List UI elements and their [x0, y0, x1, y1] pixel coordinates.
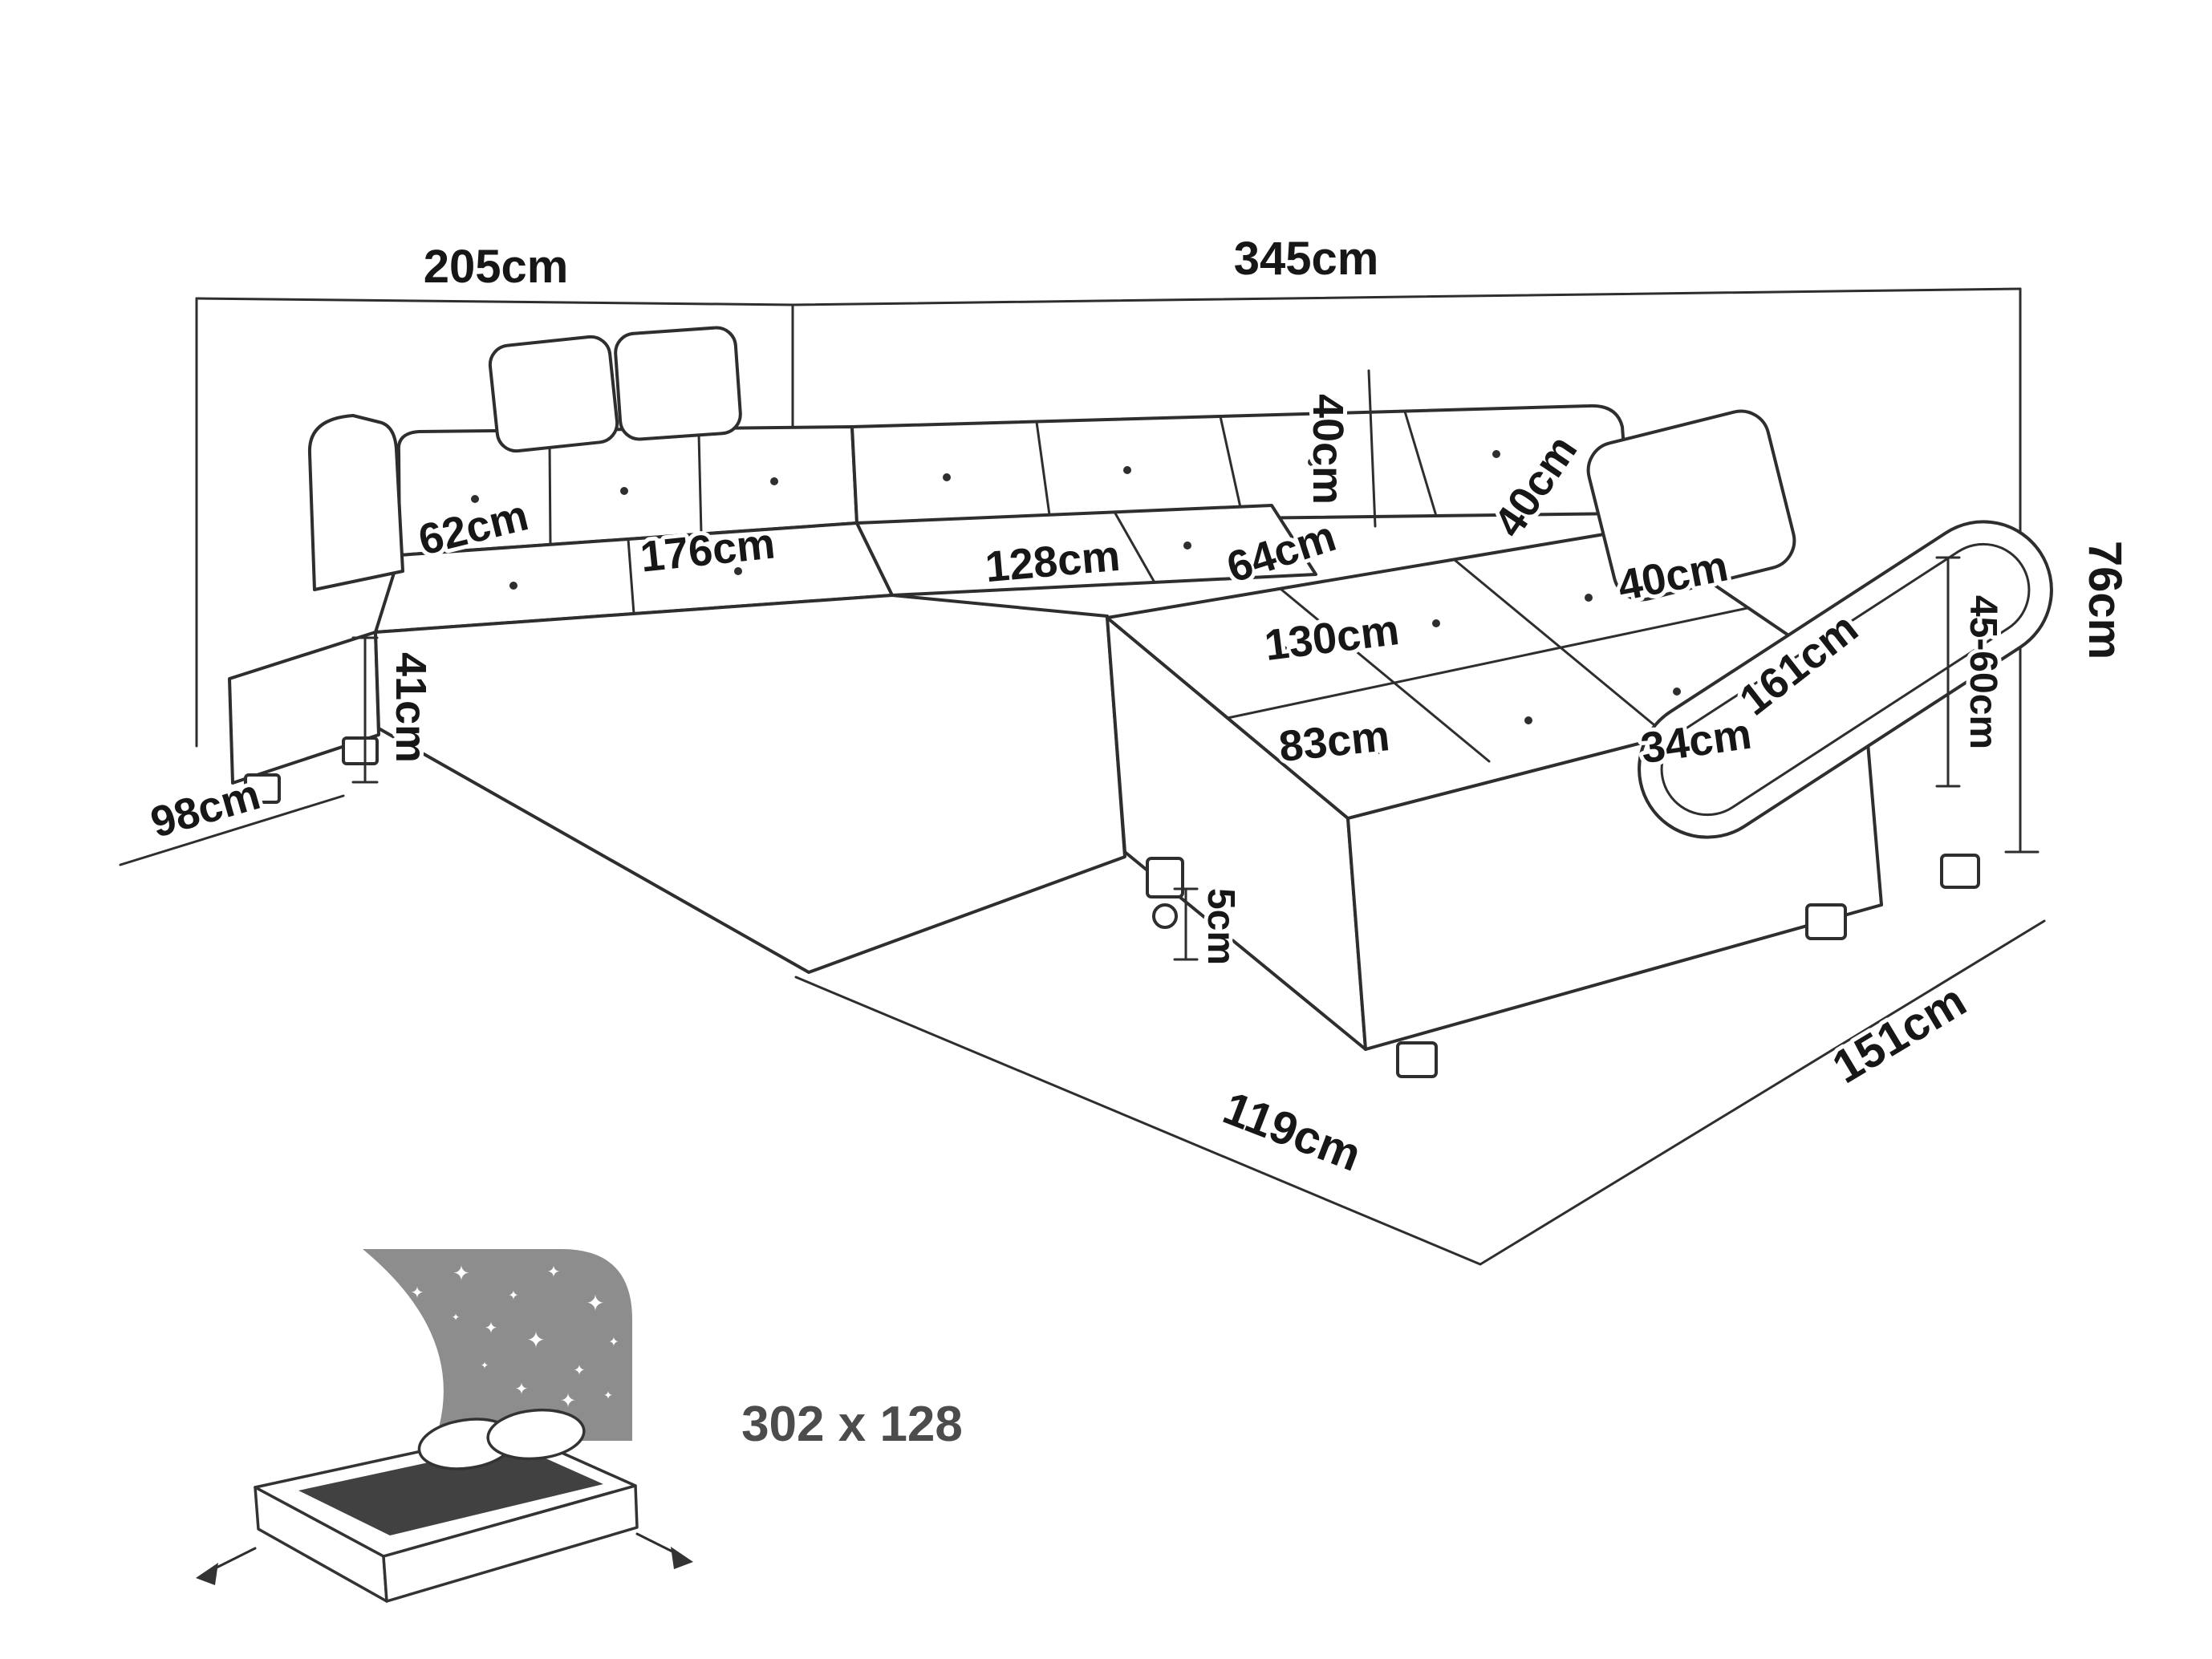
tuft-mark: [1280, 646, 1288, 654]
star-icon: ✦: [526, 1328, 545, 1353]
backrest-depth-line: [1367, 369, 1377, 528]
star-icon: ✦: [508, 1289, 518, 1303]
sofa-leg-wheel: [1152, 903, 1178, 929]
dim-seat-height: 41cm: [387, 652, 435, 763]
star-icon: ✦: [453, 1261, 470, 1285]
tuft-mark: [1524, 716, 1532, 724]
armrest-right-inner-line: [1660, 542, 2031, 817]
dim-leg-height: 5cm: [1199, 888, 1242, 965]
sleeping-area-size: 302 x 128: [741, 1397, 963, 1452]
tuft-mark: [1308, 458, 1316, 466]
mattress-top-dark: [298, 1444, 603, 1535]
pillow: [1586, 409, 1796, 602]
mattress-side-right: [382, 1484, 639, 1603]
sofa-leg: [1805, 903, 1847, 940]
unfold-arrow-right-head: [671, 1547, 693, 1569]
armrest-height-line: [1935, 556, 1961, 788]
depth-left-line: [119, 794, 345, 866]
star-icon: ✦: [485, 1320, 498, 1337]
star-icon: ✦: [573, 1362, 585, 1378]
pillow: [488, 335, 619, 453]
dim-chaise-front-width: 119cm: [1216, 1081, 1368, 1181]
tuft-mark: [1183, 542, 1191, 550]
tuft-mark: [1432, 619, 1440, 627]
star-icon: ✦: [586, 1291, 604, 1316]
pillow: [614, 326, 742, 441]
dim-armrest-height: 45-60cm: [1962, 595, 2004, 749]
star-icon: ✦: [547, 1264, 561, 1281]
tuft-mark: [734, 567, 742, 575]
star-icon: ✦: [515, 1381, 529, 1398]
star-icon: ✦: [560, 1390, 576, 1412]
sleeping-function-icon: ✦ ✦ ✦ ✦ ✦ ✦ ✦ ✦ ✦ ✦ ✦ ✦ ✦ ✦ 302 x 128: [196, 1249, 963, 1603]
dimension-lines: [119, 369, 1961, 961]
dim-right-section-depth: 151cm: [1824, 974, 1975, 1093]
dim-left-section-depth: 98cm: [145, 770, 265, 847]
tuft-mark: [770, 477, 778, 485]
tuft-mark: [991, 553, 999, 561]
seat-middle-seam: [1113, 510, 1156, 584]
backrest-right-seams: [1035, 410, 1438, 522]
sofa-leg: [1396, 1041, 1438, 1078]
floor-outline: [794, 919, 2046, 1266]
star-icon: ✦: [411, 1284, 424, 1302]
pillow-icon: [486, 1408, 586, 1461]
seat-left-seam: [627, 537, 635, 615]
unfold-arrow-left-head: [196, 1563, 218, 1585]
leg-height-line: [1173, 887, 1199, 961]
backrest-left-seams: [548, 432, 703, 546]
sofa-leg: [244, 773, 281, 804]
headboard-night-sky: [363, 1249, 632, 1441]
star-icon: ✦: [608, 1336, 619, 1349]
seat-middle: [855, 504, 1317, 597]
tuft-mark: [1123, 466, 1131, 474]
tuft-mark: [1492, 450, 1500, 458]
star-icon: ✦: [452, 1312, 460, 1323]
tuft-mark: [1585, 594, 1593, 602]
star-icon: ✦: [481, 1360, 489, 1371]
tuft-mark: [471, 495, 479, 503]
chaise-seams: [1226, 558, 1749, 763]
tuft-mark: [943, 473, 951, 481]
dim-back-width-left: 205cm: [424, 241, 569, 293]
front-face-middle: [374, 594, 1126, 974]
sofa-leg: [342, 736, 379, 765]
seat-height-line: [351, 636, 379, 784]
sofa-drawing: [228, 326, 2053, 1078]
dim-back-width-right: 345cm: [1234, 233, 1379, 285]
dim-backrest-depth: 40cm: [1304, 394, 1352, 505]
tuft-mark: [1673, 688, 1681, 696]
tuft-mark: [1376, 746, 1384, 754]
sofa-leg: [1940, 854, 1980, 889]
armrest-left: [307, 414, 404, 591]
sofa-leg: [1146, 857, 1184, 898]
tuft-mark: [509, 582, 517, 590]
tuft-mark: [620, 487, 628, 495]
tuft-marks: [471, 450, 1681, 754]
dim-overall-height: 76cm: [2079, 541, 2131, 659]
star-icon: ✦: [603, 1389, 613, 1401]
unfold-arrows: [196, 1532, 693, 1585]
star-field: ✦ ✦ ✦ ✦ ✦ ✦ ✦ ✦ ✦ ✦ ✦ ✦ ✦ ✦: [411, 1261, 619, 1412]
